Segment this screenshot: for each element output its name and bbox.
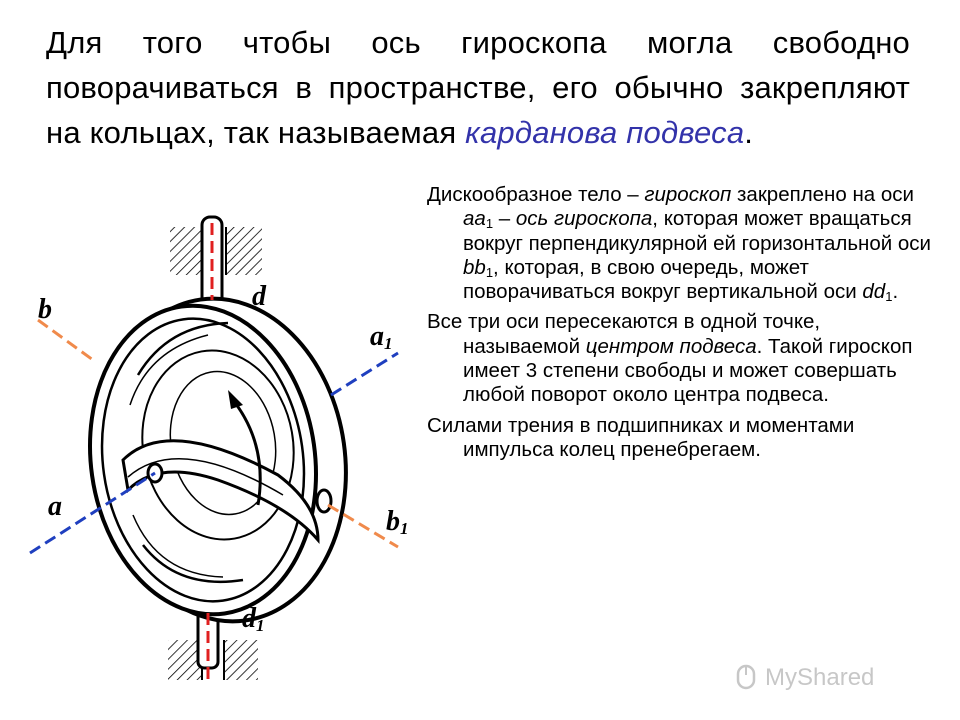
axis-dd: dd — [862, 280, 886, 304]
axis-a-line — [29, 471, 156, 555]
axis-bb: bb — [463, 255, 486, 279]
term-suspension-center: центром подвеса — [585, 334, 757, 358]
paragraph-gyroscope: Дискообразное тело – гироскоп закреплено… — [427, 183, 942, 304]
slide-heading: Для того чтобы ось гироскопа могла свобо… — [46, 20, 910, 155]
body-text: Дискообразное тело – гироскоп закреплено… — [427, 183, 942, 468]
text-run: – — [493, 207, 516, 231]
subscript: 1 — [485, 264, 494, 280]
label-a: a — [48, 491, 62, 522]
label-b: b — [38, 294, 52, 325]
text-run: закреплено на оси — [731, 183, 914, 206]
label-d1: d1 — [242, 603, 265, 635]
text-run: . Такой гироскоп имеет 3 степени свободы… — [463, 334, 913, 407]
text-run: Все три оси пересекаются в одной точке, … — [427, 310, 821, 358]
label-d: d — [252, 281, 267, 312]
axis-b1-line — [327, 503, 399, 549]
paragraph-center: Все три оси пересекаются в одной точке, … — [427, 310, 942, 407]
mouse-icon — [736, 664, 756, 690]
text-run: , которая, в свою очередь, может поворач… — [463, 255, 863, 304]
gimbal-diagram: b d a1 a b1 d1 — [29, 215, 409, 680]
axis-b-line — [37, 318, 94, 362]
rotation-arrow — [228, 390, 262, 506]
subscript: 1 — [885, 289, 893, 305]
subscript: 1 — [485, 216, 494, 232]
bottom-support — [168, 640, 258, 680]
text-run: Дискообразное тело – — [427, 183, 645, 206]
label-a1: a1 — [370, 321, 393, 353]
pivot-hole-b1 — [315, 488, 333, 514]
text-run: Силами трения в подшипниках и моментами … — [427, 413, 855, 461]
heading-end: . — [744, 115, 754, 150]
text-run: . — [892, 280, 899, 304]
heading-text: Для того чтобы ось гироскопа могла свобо… — [46, 25, 910, 150]
axis-a1-line — [330, 351, 399, 397]
label-b1: b1 — [386, 506, 409, 538]
top-support — [170, 227, 262, 275]
inner-ring — [129, 321, 244, 584]
term-gyroscope: гироскоп — [644, 183, 732, 206]
text-run: , которая может вращаться вокруг перпенд… — [463, 207, 931, 255]
watermark: MyShared — [735, 664, 935, 691]
heading-accent-term: карданова подвеса — [465, 115, 745, 150]
axis-aa: aa — [463, 207, 486, 231]
term-gyro-axis: ось гироскопа — [515, 207, 653, 231]
paragraph-friction: Силами трения в подшипниках и моментами … — [427, 414, 942, 463]
watermark-text: MyShared — [765, 664, 875, 691]
